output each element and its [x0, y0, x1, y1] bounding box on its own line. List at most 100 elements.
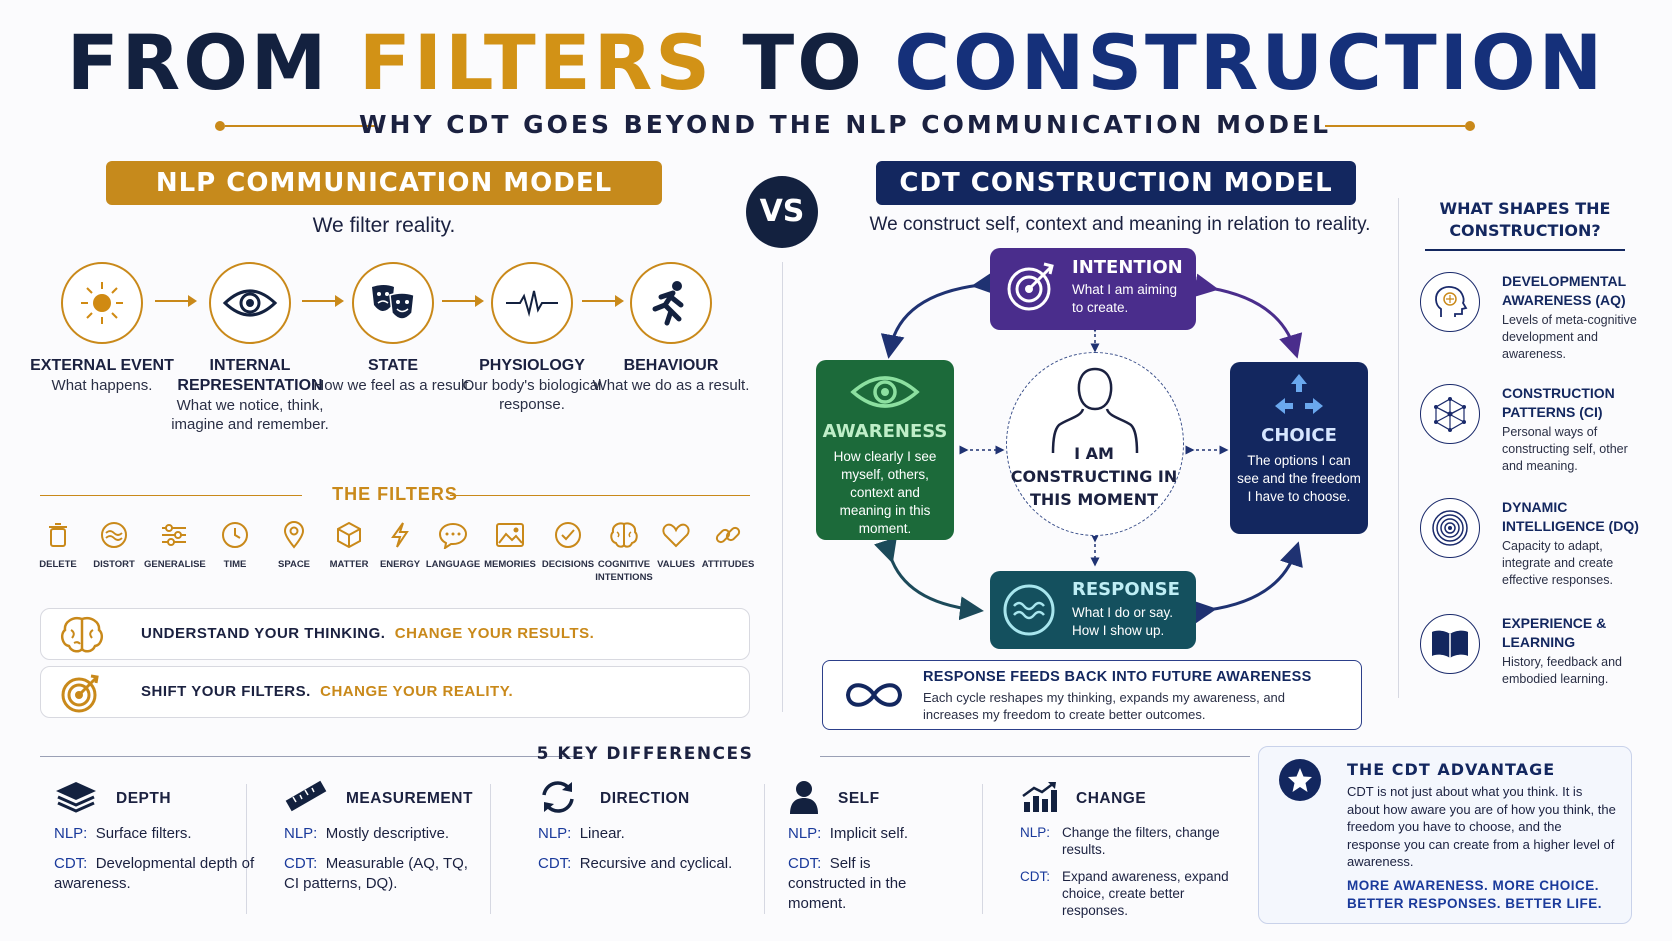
head-brain-icon — [1420, 272, 1480, 332]
column-divider — [982, 784, 983, 914]
callout-text: SHIFT YOUR FILTERS. CHANGE YOUR REALITY. — [141, 683, 513, 700]
callout-understand-thinking: UNDERSTAND YOUR THINKING. CHANGE YOUR RE… — [40, 608, 750, 660]
growth-chart-icon — [1020, 780, 1060, 819]
difference-nlp: NLP:Change the filters, change results. — [1020, 824, 1235, 858]
nlp-step-behaviour: BEHAVIOUR What we do as a result. — [591, 262, 751, 395]
callout-lead: UNDERSTAND YOUR THINKING. — [141, 625, 386, 642]
difference-self: SELF NLP: Implicit self. CDT: Self is co… — [788, 780, 948, 914]
advantage-title: THE CDT ADVANTAGE — [1347, 760, 1556, 779]
subtitle-dot-right — [1465, 121, 1475, 131]
title-part-2: FILTERS — [358, 18, 713, 107]
cycle-arrows — [874, 271, 1303, 624]
book-icon — [1420, 614, 1480, 674]
title-part-1: FROM — [66, 18, 359, 107]
column-divider — [1398, 198, 1399, 698]
link-icon — [698, 520, 758, 550]
cdt-label: CDT: — [54, 855, 88, 872]
running-person-icon — [630, 262, 712, 344]
filter-distort: DISTORT — [84, 520, 144, 571]
nlp-text: Linear. — [579, 825, 625, 842]
filter-decisions: DECISIONS — [538, 520, 598, 571]
difference-cdt: CDT: Measurable (AQ, TQ, CI patterns, DQ… — [284, 854, 484, 894]
filter-energy: ENERGY — [370, 520, 430, 571]
sliders-icon — [144, 520, 204, 550]
cdt-label: CDT: — [788, 855, 822, 872]
star-icon — [1279, 759, 1321, 801]
filter-label: MEMORIES — [484, 559, 536, 570]
awareness-title: AWARENESS — [822, 421, 948, 442]
feedback-callout: RESPONSE FEEDS BACK INTO FUTURE AWARENES… — [822, 660, 1362, 730]
eye-icon — [209, 262, 291, 344]
step-name: EXTERNAL EVENT — [30, 357, 174, 374]
cdt-model-banner: CDT CONSTRUCTION MODEL — [876, 161, 1356, 205]
brain-icon — [594, 520, 654, 550]
difference-change: CHANGE NLP:Change the filters, change re… — [1020, 780, 1235, 919]
person-silhouette-icon — [1047, 363, 1143, 458]
step-name: PHYSIOLOGY — [479, 357, 585, 374]
callout-lead: SHIFT YOUR FILTERS. — [141, 683, 311, 700]
divider — [820, 756, 1250, 757]
filter-attitudes: ATTITUDES — [698, 520, 758, 571]
step-desc: What we do as a result. — [592, 377, 750, 394]
vs-badge: VS — [746, 176, 818, 248]
divider — [40, 495, 302, 496]
difference-title: SELF — [838, 790, 880, 807]
nlp-model-banner: NLP COMMUNICATION MODEL — [106, 161, 662, 205]
nlp-step-state: STATE How we feel as a result. — [313, 262, 473, 395]
spiral-icon — [1420, 498, 1480, 558]
filter-cognitive-intentions: COGNITIVE INTENTIONS — [594, 520, 654, 584]
sun-icon — [61, 262, 143, 344]
lightning-icon — [370, 520, 430, 550]
step-desc: Our body's biological response. — [462, 377, 602, 413]
theatre-masks-icon — [352, 262, 434, 344]
difference-depth: DEPTH NLP: Surface filters. CDT: Develop… — [54, 780, 274, 894]
shape-title: CONSTRUCTION PATTERNS (CI) — [1502, 385, 1615, 420]
center-circle — [1006, 352, 1184, 536]
shape-title: DEVELOPMENTAL AWARENESS (AQ) — [1502, 273, 1626, 308]
step-desc: What happens. — [51, 377, 153, 394]
cdt-tagline: We construct self, context and meaning i… — [869, 214, 1371, 235]
flow-arrow — [302, 295, 344, 307]
filter-matter: MATTER — [319, 520, 379, 571]
check-circle-icon — [538, 520, 598, 550]
cdt-label: CDT: — [284, 855, 318, 872]
step-desc: What we notice, think, imagine and remem… — [171, 397, 329, 433]
cdt-text: Self is constructed in the moment. — [788, 855, 907, 912]
advantage-desc: CDT is not just about what you think. It… — [1347, 784, 1616, 869]
flow-arrow — [582, 295, 624, 307]
filter-label: COGNITIVE INTENTIONS — [595, 559, 653, 583]
cdt-label: CDT: — [1020, 869, 1050, 884]
feedback-title: RESPONSE FEEDS BACK INTO FUTURE AWARENES… — [923, 669, 1312, 685]
subtitle-rule-left — [225, 125, 375, 127]
filter-label: ATTITUDES — [701, 559, 755, 570]
filter-label: GENERALISE — [144, 559, 206, 570]
response-title: RESPONSE — [1072, 579, 1180, 600]
response-desc: What I do or say. How I show up. — [1072, 605, 1174, 638]
awareness-desc: How clearly I see myself, others, contex… — [833, 449, 937, 536]
cycle-arrows-icon — [538, 780, 578, 819]
heartbeat-icon — [491, 262, 573, 344]
column-divider — [782, 262, 783, 712]
filter-space: SPACE — [264, 520, 324, 571]
nlp-text: Implicit self. — [829, 825, 909, 842]
filter-language: LANGUAGE — [423, 520, 483, 571]
filter-label: SPACE — [277, 559, 311, 570]
brain-icon — [59, 615, 105, 660]
shape-desc: History, feedback and embodied learning. — [1502, 655, 1622, 686]
callout-accent: CHANGE YOUR REALITY. — [320, 683, 514, 700]
difference-nlp: NLP: Mostly descriptive. — [284, 824, 484, 844]
shapes-rule — [1425, 249, 1625, 251]
heart-icon — [646, 520, 706, 550]
advantage-motto: MORE AWARENESS. MORE CHOICE. BETTER RESP… — [1347, 878, 1603, 911]
shape-desc: Personal ways of constructing self, othe… — [1502, 425, 1628, 473]
trash-icon — [28, 520, 88, 550]
filter-time: TIME — [205, 520, 265, 571]
nlp-text: Change the filters, change results. — [1062, 825, 1220, 857]
column-divider — [764, 784, 765, 914]
awareness-box: AWARENESS How clearly I see myself, othe… — [816, 360, 954, 540]
column-divider — [490, 784, 491, 914]
page-subtitle: WHY CDT GOES BEYOND THE NLP COMMUNICATIO… — [358, 110, 1332, 139]
ruler-icon — [284, 780, 328, 819]
callout-shift-filters: SHIFT YOUR FILTERS. CHANGE YOUR REALITY. — [40, 666, 750, 718]
step-desc: How we feel as a result. — [313, 377, 473, 394]
